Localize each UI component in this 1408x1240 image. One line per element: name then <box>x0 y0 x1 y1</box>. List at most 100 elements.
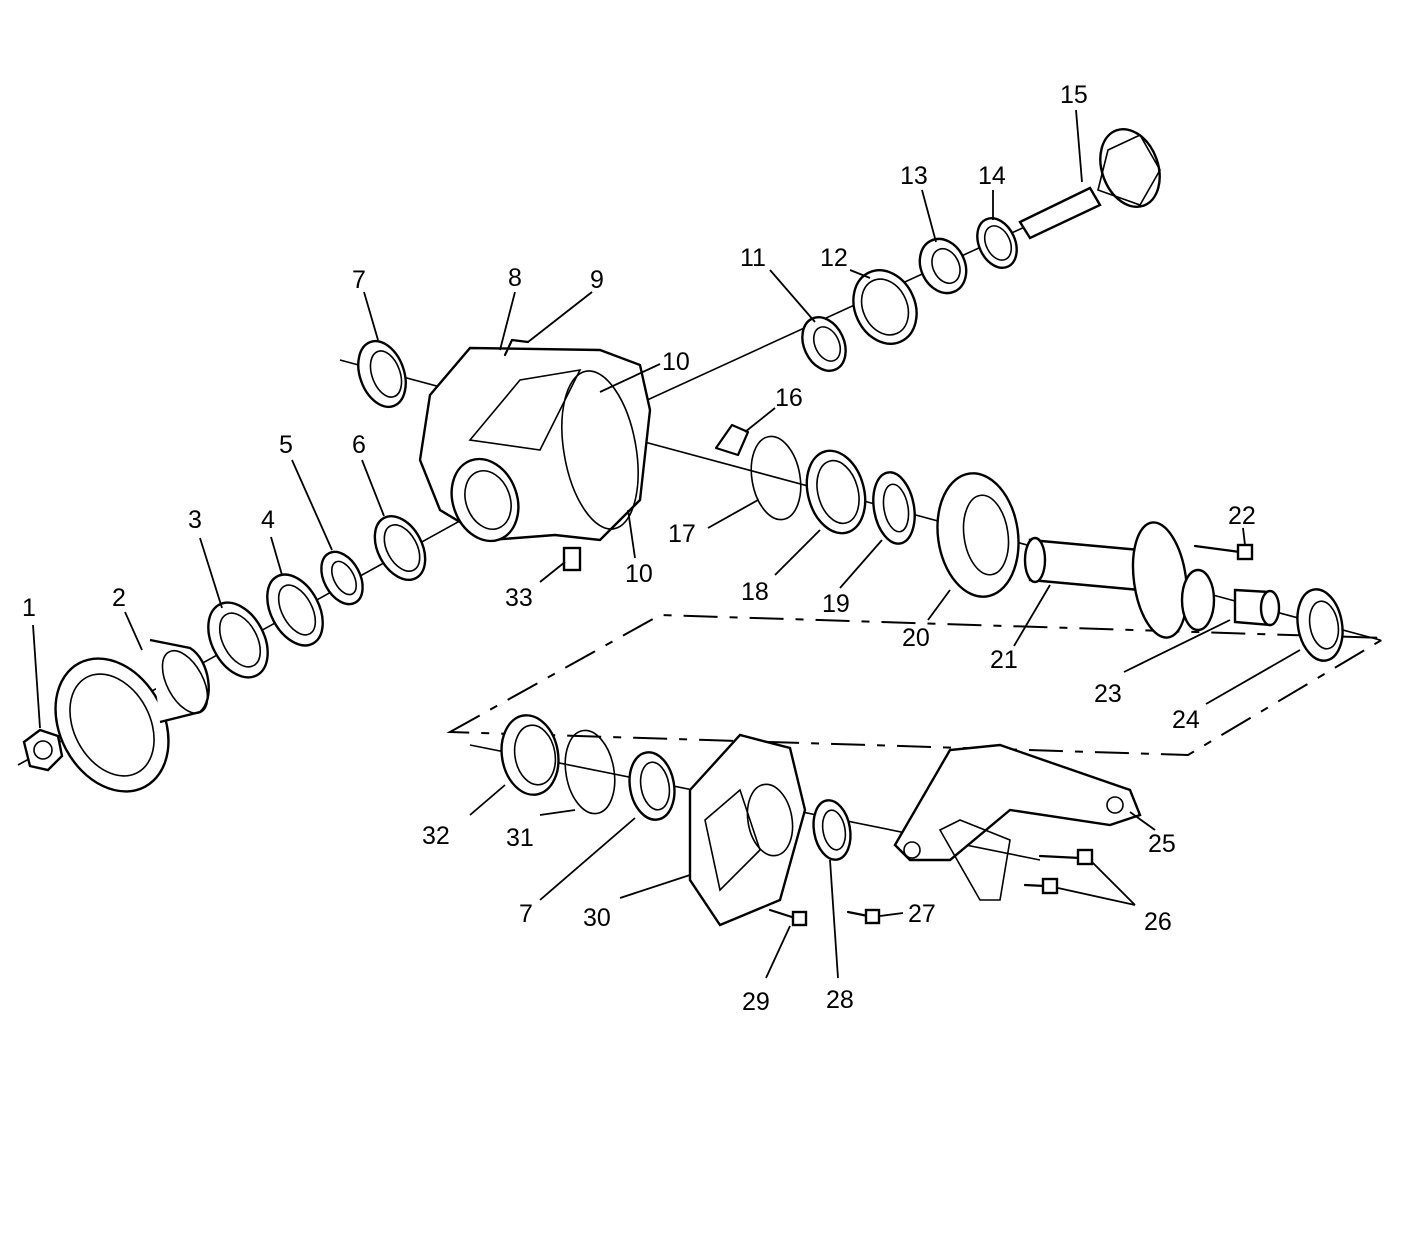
leader-3 <box>199 537 223 609</box>
callout-18: 18 <box>741 578 769 606</box>
callout-15: 15 <box>1060 81 1088 109</box>
part-3-seal <box>207 601 269 679</box>
part-31-ring <box>564 729 616 815</box>
leader-2 <box>124 611 143 651</box>
leader-15 <box>1075 109 1083 183</box>
part-5-bearing <box>320 550 364 606</box>
callout-16: 16 <box>775 384 803 412</box>
callout-29: 29 <box>742 988 770 1016</box>
part-9-vent <box>503 338 530 357</box>
part-6-race <box>373 515 427 581</box>
part-8-housing <box>418 346 652 543</box>
leader-11 <box>769 269 816 323</box>
callout-6: 6 <box>352 431 366 459</box>
leader-12 <box>849 269 871 279</box>
dashed-outline <box>446 613 1389 757</box>
leader-19 <box>839 539 883 589</box>
callouts: 1 2 3 4 5 6 7 7 8 9 10 10 11 12 13 14 15… <box>22 81 1256 1016</box>
callout-7-upper: 7 <box>352 266 366 294</box>
leader-27 <box>879 912 904 917</box>
leader-24 <box>1205 649 1301 705</box>
callout-2: 2 <box>112 584 126 612</box>
part-7-seal-lower <box>628 751 676 821</box>
callout-27: 27 <box>908 900 936 928</box>
leader-lines <box>32 109 1301 979</box>
part-21-case <box>1023 521 1216 639</box>
callout-21: 21 <box>990 646 1018 674</box>
part-2-flange <box>54 638 210 793</box>
leader-16 <box>744 407 776 433</box>
leader-17 <box>707 499 759 529</box>
leader-31 <box>539 809 576 816</box>
callout-12: 12 <box>820 244 848 272</box>
part-29-bolt <box>768 908 808 927</box>
callout-20: 20 <box>902 624 930 652</box>
part-4-shim <box>266 573 324 647</box>
group-outline <box>446 613 1389 757</box>
callout-5: 5 <box>279 431 293 459</box>
leader-26a <box>1091 861 1136 906</box>
leader-7b <box>539 817 636 901</box>
leader-23 <box>1123 619 1231 673</box>
part-27-bolt <box>846 908 881 925</box>
part-12-race <box>852 269 918 345</box>
part-11-bearing <box>801 316 847 372</box>
part-18-race <box>805 449 867 535</box>
callout-22: 22 <box>1228 502 1256 530</box>
leader-32 <box>469 784 506 816</box>
part-20-ring-gear <box>936 472 1020 598</box>
leader-30 <box>619 874 691 899</box>
callout-1: 1 <box>22 594 36 622</box>
part-17-ring <box>750 435 802 521</box>
leader-20 <box>927 589 951 621</box>
leader-1 <box>32 624 41 729</box>
part-24-bearing <box>1296 588 1344 662</box>
leader-8 <box>499 291 516 351</box>
leader-29 <box>765 925 791 979</box>
part-23-bearing <box>1233 588 1281 627</box>
part-33-plug <box>562 546 582 572</box>
callout-4: 4 <box>261 506 275 534</box>
part-28-seal <box>812 799 852 861</box>
callout-23: 23 <box>1094 680 1122 708</box>
leader-25 <box>1129 811 1156 831</box>
leader-21 <box>1013 584 1051 647</box>
parts <box>22 128 1344 927</box>
callout-31: 31 <box>506 824 534 852</box>
part-25-bracket <box>893 743 1142 901</box>
part-13-bearing <box>918 237 968 295</box>
callout-19: 19 <box>822 590 850 618</box>
callout-13: 13 <box>900 162 928 190</box>
part-22-bolt <box>1193 543 1254 561</box>
leader-5 <box>291 459 333 551</box>
part-32-race <box>500 714 560 796</box>
leader-10a <box>599 363 661 393</box>
callout-24: 24 <box>1172 706 1200 734</box>
leader-7a <box>363 291 379 341</box>
callout-3: 3 <box>188 506 202 534</box>
callout-8: 8 <box>508 264 522 292</box>
callout-28: 28 <box>826 986 854 1014</box>
callout-17: 17 <box>668 520 696 548</box>
callout-14: 14 <box>978 162 1006 190</box>
leader-18 <box>774 529 821 576</box>
leader-26b <box>1057 887 1136 906</box>
leader-22 <box>1242 527 1246 546</box>
part-19-bearing <box>872 471 916 545</box>
callout-25: 25 <box>1148 830 1176 858</box>
leader-4 <box>270 536 283 576</box>
part-15-pinion <box>1018 128 1161 240</box>
callout-10-lower: 10 <box>625 560 653 588</box>
leader-6 <box>361 459 385 517</box>
leader-28 <box>829 859 839 979</box>
callout-32: 32 <box>422 822 450 850</box>
part-1-nut <box>22 728 64 772</box>
callout-26: 26 <box>1144 908 1172 936</box>
callout-33: 33 <box>505 584 533 612</box>
part-7-seal-upper <box>357 339 407 409</box>
callout-10-upper: 10 <box>662 348 690 376</box>
part-14-shim <box>976 217 1018 269</box>
leader-33 <box>539 561 566 583</box>
part-16-clip <box>714 423 750 457</box>
